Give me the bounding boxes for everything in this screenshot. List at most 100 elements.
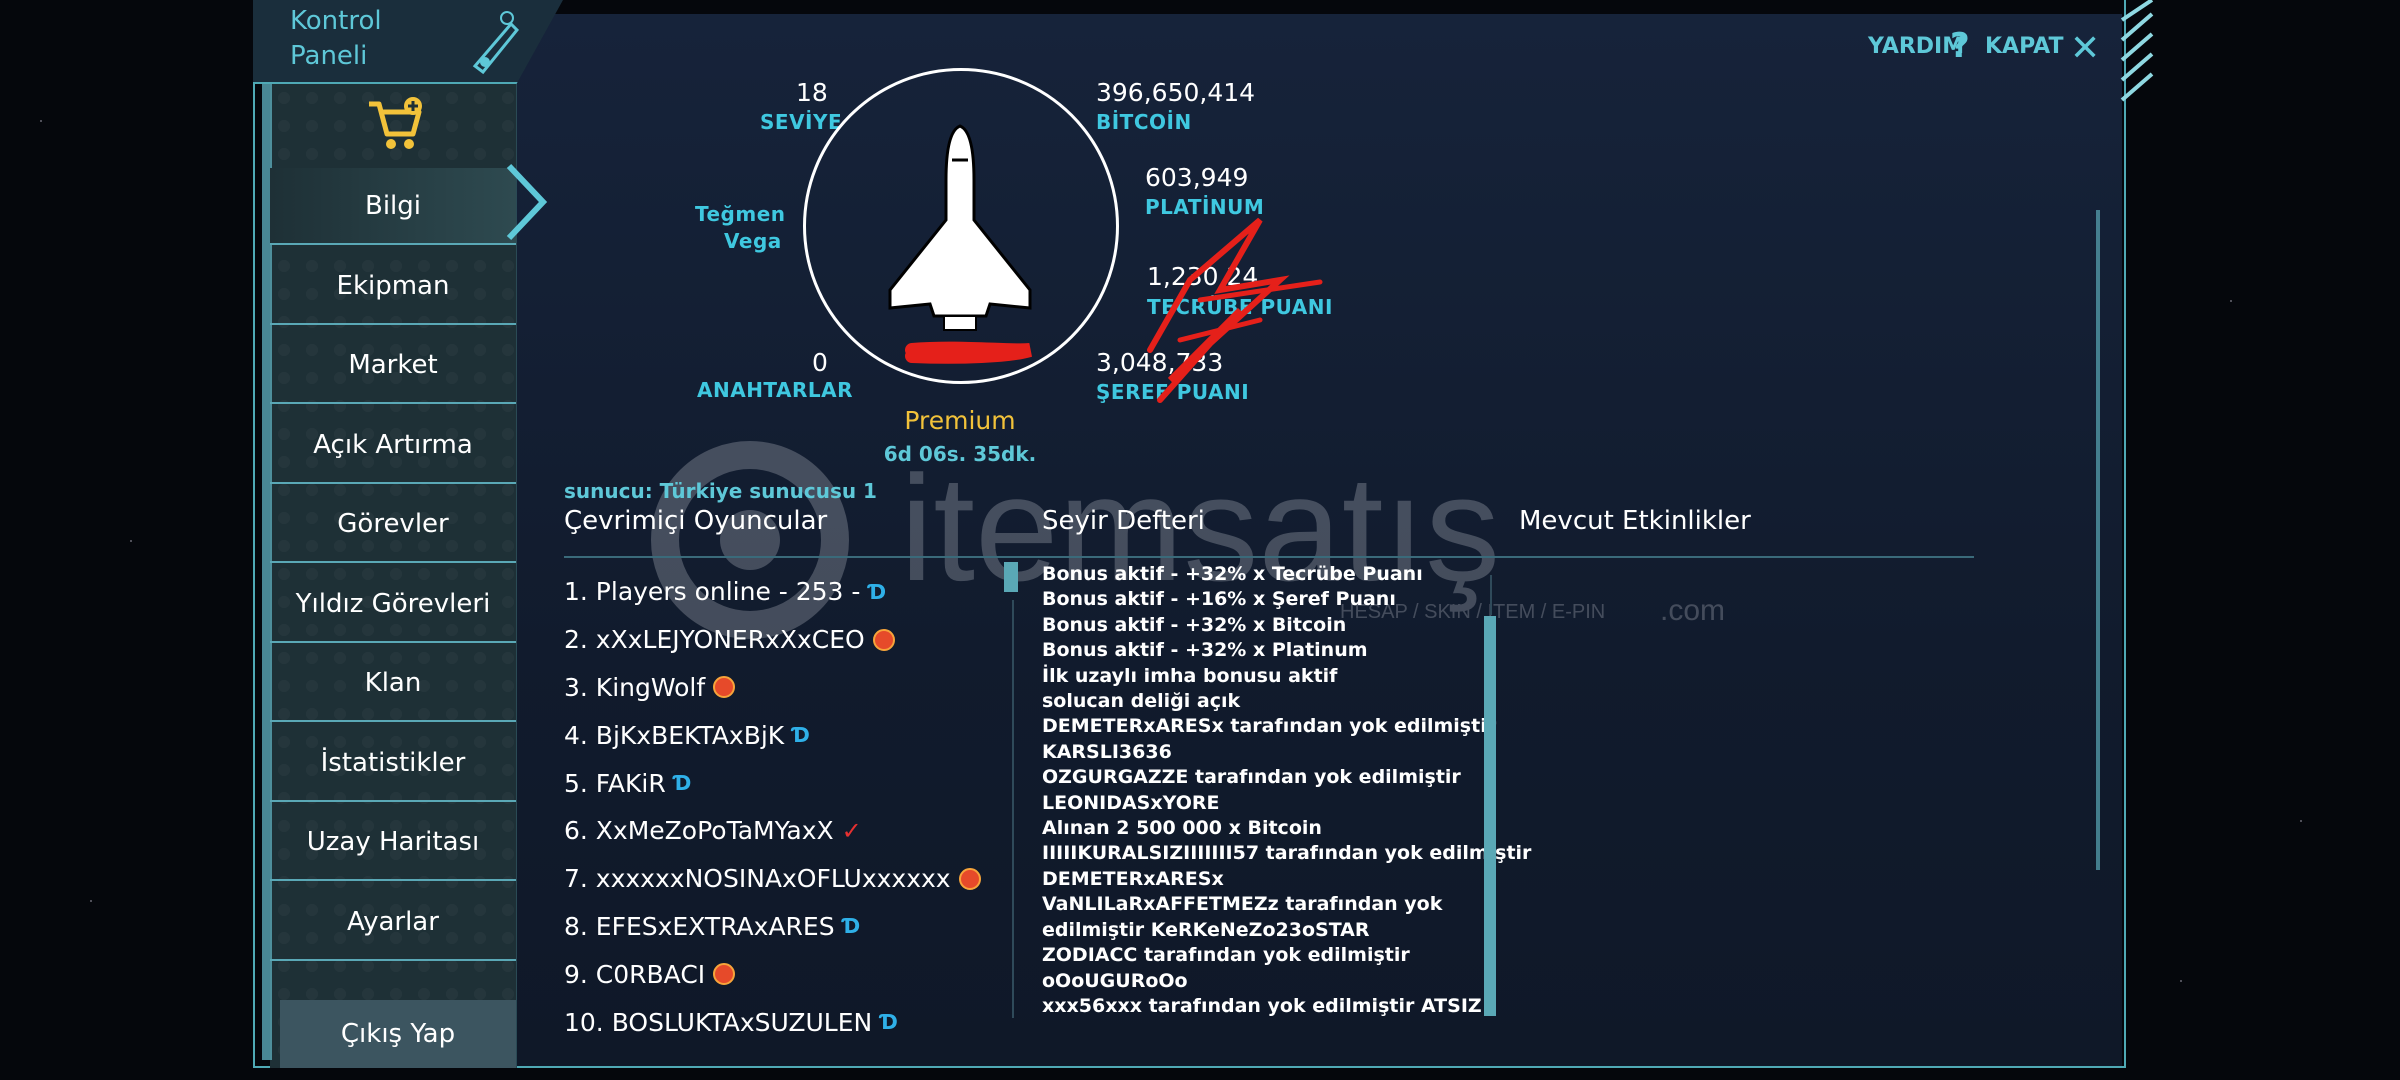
sidebar-item-label: Bilgi: [364, 190, 421, 221]
close-button[interactable]: KAPAT: [1985, 34, 2064, 59]
sidebar-item-label: Ekipman: [336, 270, 450, 301]
sidebar-item-label: Açık Artırma: [313, 429, 473, 460]
premium-time: 6d 06s. 35dk.: [883, 442, 1037, 466]
spaceship-icon: [888, 124, 1032, 331]
player-row[interactable]: 8. EFESxEXTRAxARES Ɗ: [564, 903, 1014, 951]
log-entry: DEMETERxARESx: [1042, 867, 1224, 890]
panel-frame: [253, 0, 2126, 1068]
logout-label: Çıkış Yap: [340, 1019, 456, 1049]
rank-label: Teğmen: [695, 202, 786, 226]
faction-red-icon: [872, 628, 895, 651]
faction-blue-icon: Ɗ: [880, 1010, 898, 1035]
log-entry: Bonus aktif - +16% x Şeref Puanı: [1042, 588, 1396, 611]
main-content-area: [517, 14, 2122, 1068]
faction-check-icon: ✓: [841, 816, 862, 845]
bitcoin-value: 396,650,414: [1096, 78, 1256, 107]
sidebar-item-label: Ayarlar: [347, 906, 439, 937]
player-name: 7. xxxxxxNOSINAxOFLUxxxxxx: [564, 864, 951, 894]
player-name: 5. FAKiR: [564, 768, 666, 798]
log-entry: Bonus aktif - +32% x Platinum: [1042, 639, 1368, 662]
online-players-title: Çevrimiçi Oyuncular: [564, 506, 828, 536]
log-entry: LEONIDASxYORE: [1042, 791, 1220, 814]
faction-red-icon: [958, 867, 981, 890]
player-row[interactable]: 2. xXxLEJYONERxXxCEO: [564, 616, 1014, 664]
faction-red-icon: [713, 676, 736, 699]
cart-icon[interactable]: [365, 96, 425, 152]
player-row[interactable]: 7. xxxxxxNOSINAxOFLUxxxxxx: [564, 855, 1014, 903]
sidebar-item-uzay-haritasi[interactable]: Uzay Haritası: [270, 804, 516, 881]
log-entry: DEMETERxARESx tarafından yok edilmiştir: [1042, 715, 1497, 738]
player-row[interactable]: 9. C0RBACI: [564, 950, 1014, 998]
log-entry: edilmiştir KeRKeNeZo23oSTAR: [1042, 918, 1370, 941]
log-entry: oOoUGURoOo: [1042, 969, 1188, 992]
log-entry: VaNLILaRxAFFETMEZz tarafından yok: [1042, 893, 1443, 916]
premium-label: Premium: [904, 406, 1016, 435]
sidebar-item-label: Klan: [364, 667, 422, 698]
shuttle-icon: [472, 11, 520, 75]
faction-blue-icon: Ɗ: [792, 723, 810, 748]
log-entry: OZGURGAZZE tarafından yok edilmiştir: [1042, 766, 1461, 789]
sidebar-item-label: Görevler: [337, 508, 449, 539]
bitcoin-label: BİTCOİN: [1096, 110, 1192, 134]
player-row[interactable]: 6. XxMeZoPoTaMYaxX✓: [564, 807, 1014, 855]
player-row[interactable]: 1. Players online - 253 -Ɗ: [564, 568, 1014, 616]
faction-red-icon: [713, 963, 736, 986]
platinum-value: 603,949: [1145, 163, 1249, 192]
sidebar-item-ayarlar[interactable]: Ayarlar: [270, 884, 516, 961]
question-icon[interactable]: ?: [1950, 26, 1970, 66]
sidebar-item-istatistikler[interactable]: İstatistikler: [270, 725, 516, 802]
logout-button[interactable]: Çıkış Yap: [280, 1000, 516, 1068]
player-name: 9. C0RBACI: [564, 959, 706, 989]
player-row[interactable]: 5. FAKiR Ɗ: [564, 759, 1014, 807]
watermark-tagline: HESAP / SKIN / ITEM / E-PIN: [1340, 601, 1605, 623]
log-entry: Bonus aktif - +32% x Tecrübe Puanı: [1042, 563, 1423, 585]
log-entry: xxx56xxx tarafından yok edilmiştir ATSIZ: [1042, 994, 1482, 1017]
close-icon[interactable]: ✕: [2070, 28, 2101, 69]
logbook-title: Seyir Defteri: [1042, 506, 1205, 536]
log-entry: ZODIACC tarafından yok edilmiştir: [1042, 944, 1410, 967]
log-column-line: [1490, 575, 1492, 615]
red-scribble: [905, 217, 1323, 403]
sidebar-item-market[interactable]: Market: [270, 327, 516, 404]
player-row[interactable]: 10. BOSLUKTAxSUZULEN Ɗ: [564, 998, 1014, 1046]
sidebar-item-acik-artirma[interactable]: Açık Artırma: [270, 407, 516, 484]
keys-label: ANAHTARLAR: [697, 378, 854, 402]
sidebar-item-bilgi[interactable]: Bilgi: [270, 168, 516, 245]
player-name: 10. BOSLUKTAxSUZULEN: [564, 1007, 873, 1037]
log-scrollbar[interactable]: [1484, 616, 1496, 1016]
ship-portrait: [803, 68, 1119, 384]
player-row[interactable]: 3. KingWolf: [564, 664, 1014, 712]
level-label: SEVİYE: [760, 110, 843, 134]
events-title: Mevcut Etkinlikler: [1519, 506, 1751, 536]
help-button[interactable]: YARDIM: [1868, 34, 1965, 59]
player-name: 2. xXxLEJYONERxXxCEO: [564, 625, 865, 655]
keys-value: 0: [812, 348, 828, 377]
log-entry: IIIIIKURALSIZIIIIIII57 tarafından yok ed…: [1042, 842, 1532, 865]
watermark-suffix: .com: [1660, 594, 1725, 627]
server-label: sunucu: Türkiye sunucusu 1: [564, 479, 877, 503]
sidebar-item-gorevler[interactable]: Görevler: [270, 486, 516, 563]
log-entry: KARSLI3636: [1042, 740, 1172, 763]
active-arrow-icon: [506, 163, 548, 241]
column-divider: [564, 556, 1974, 558]
sidebar-item-klan[interactable]: Klan: [270, 645, 516, 722]
faction-blue-icon: Ɗ: [842, 914, 861, 939]
faction-blue-icon: Ɗ: [673, 771, 692, 796]
rank-name: Vega: [724, 229, 782, 253]
log-entry: İlk uzaylı imha bonusu aktif: [1042, 664, 1338, 687]
players-column-line: [1012, 600, 1014, 1018]
player-name: 3. KingWolf: [564, 672, 706, 702]
platinum-label: PLATİNUM: [1145, 195, 1265, 219]
sidebar-item-yildiz-gorevleri[interactable]: Yıldız Görevleri: [270, 566, 516, 643]
player-name: 6. XxMeZoPoTaMYaxX: [564, 816, 834, 846]
corner-stripes: [2120, 0, 2154, 102]
sidebar-item-ekipman[interactable]: Ekipman: [270, 248, 516, 325]
panel-scrollbar[interactable]: [2096, 210, 2100, 870]
sidebar-item-label: İstatistikler: [320, 747, 466, 778]
players-scrollbar[interactable]: [1004, 562, 1018, 592]
player-name: 8. EFESxEXTRAxARES: [564, 911, 835, 941]
player-name: 1. Players online - 253 -: [564, 577, 861, 607]
